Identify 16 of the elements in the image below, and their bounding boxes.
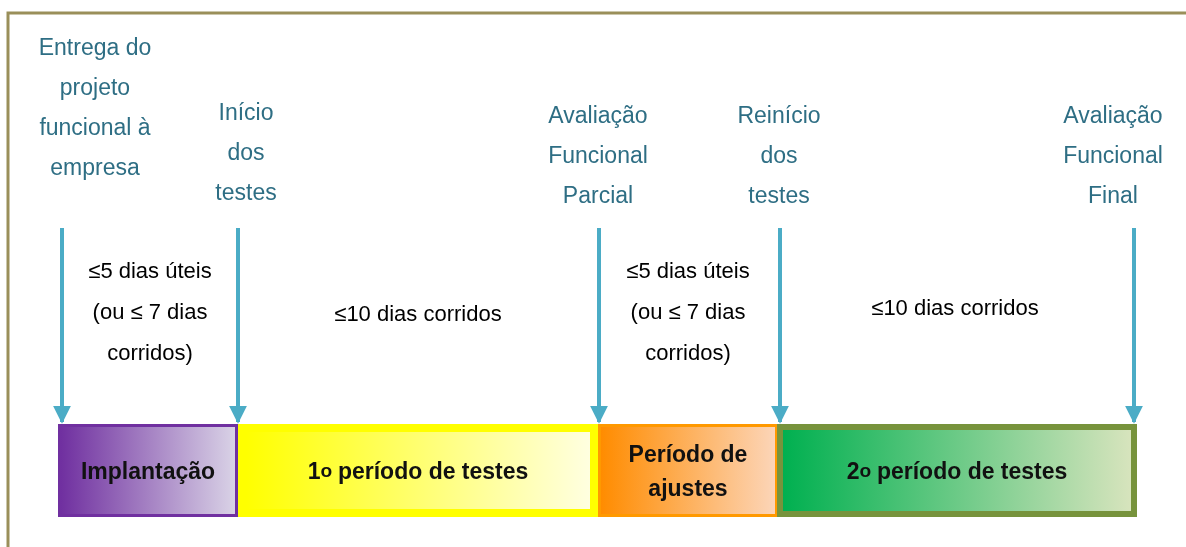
milestone-label: Início dos testes: [206, 92, 286, 212]
arrow: [229, 228, 247, 424]
milestone-label: Avaliação Funcional Final: [1042, 95, 1184, 215]
arrow: [53, 228, 71, 424]
milestone-label: Reinício dos testes: [728, 95, 830, 215]
duration-label: ≤5 dias úteis (ou ≤ 7 dias corridos): [625, 257, 751, 367]
timeline-phase: Implantação: [58, 424, 238, 517]
milestone-label: Entrega do projeto funcional à empresa: [30, 27, 160, 187]
arrow: [590, 228, 608, 424]
timeline-phase: Período de ajustes: [598, 424, 778, 517]
duration-label: ≤10 dias corridos: [870, 294, 1040, 322]
arrow: [771, 228, 789, 424]
duration-label: ≤10 dias corridos: [333, 300, 503, 328]
duration-label: ≤5 dias úteis (ou ≤ 7 dias corridos): [87, 257, 213, 367]
milestone-label: Avaliação Funcional Parcial: [528, 95, 668, 215]
arrow: [1125, 228, 1143, 424]
